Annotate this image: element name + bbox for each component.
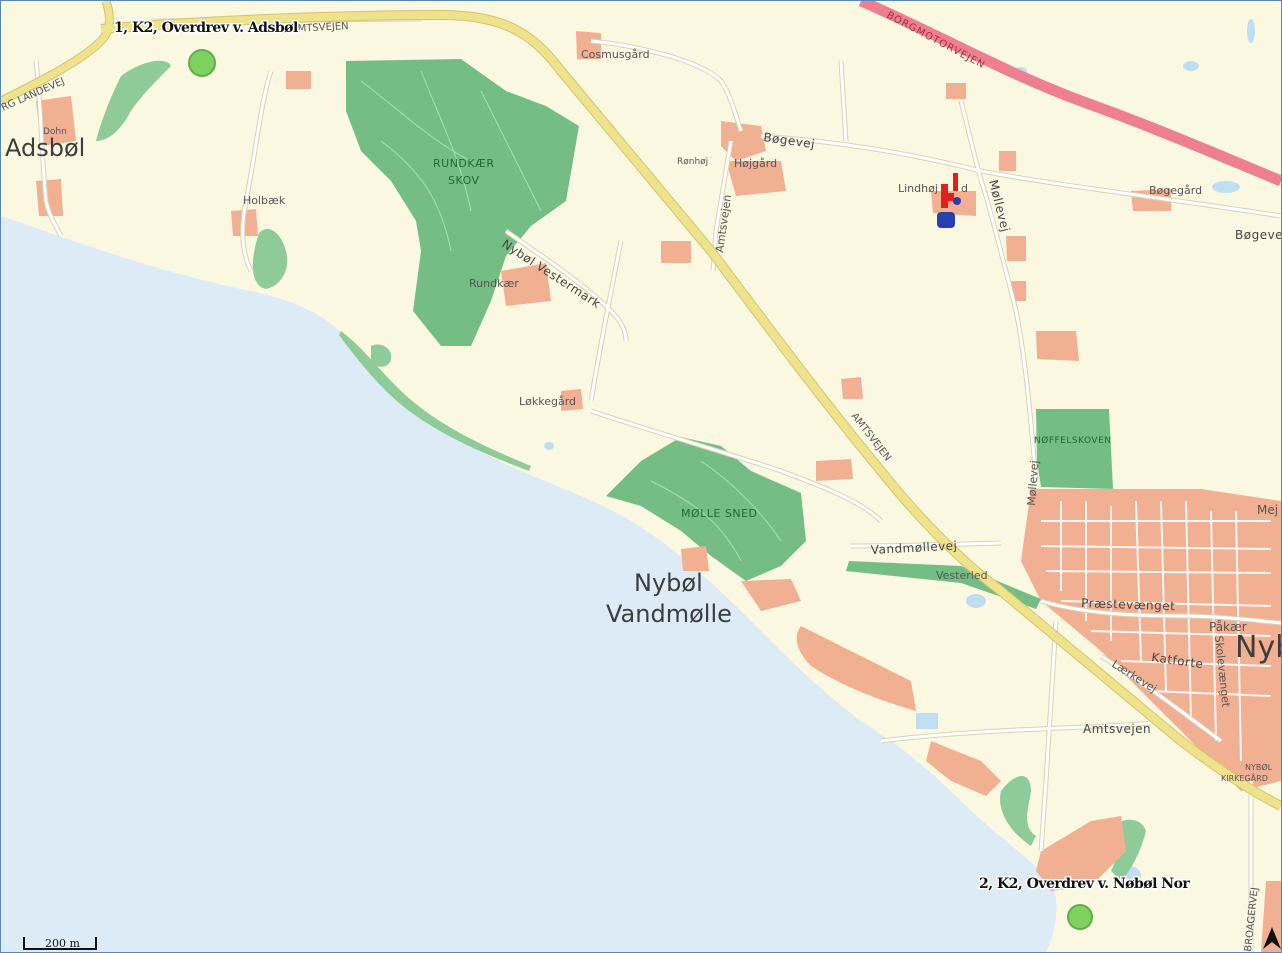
motorway-borgmotorvejen — [858, 1, 1281, 187]
measuring-point-1-icon[interactable] — [188, 49, 216, 77]
town-label-adsbol: Adsbøl — [5, 134, 85, 162]
measuring-point-2-icon[interactable] — [1067, 904, 1093, 930]
forest-strip-vesterled — [846, 561, 1041, 609]
forest-label-rundkaer-1: RUNDKÆR — [433, 157, 494, 170]
town-label-vandmolle: Vandmølle — [606, 600, 732, 628]
road-label-amtsvejen-bottom: Amtsvejen — [1083, 722, 1151, 736]
place-label-holbaek: Holbæk — [243, 194, 286, 207]
place-label-lindhoj-tail: d — [961, 182, 968, 195]
place-label-mej: Mej — [1257, 503, 1278, 517]
place-label-lindhoj: Lindhøj — [898, 182, 938, 195]
place-label-lokkegard: Løkkegård — [519, 395, 576, 408]
forest-strip-west — [96, 60, 171, 141]
forest-molle-sned — [606, 437, 806, 581]
road-label-praestevaenget: Præstevænget — [1081, 596, 1176, 613]
forest-south-patch — [1000, 776, 1036, 846]
road-label-amtsvejen-top: AMTSVEJEN — [291, 21, 349, 35]
major-road-amtsvejen — [1, 1, 1281, 811]
marker-red-icon[interactable] — [941, 173, 958, 208]
scale-bar-label: 200 m — [45, 937, 80, 950]
place-label-pakaer: Påkær — [1209, 620, 1247, 634]
measuring-point-1-label[interactable]: 1, K2, Overdrev v. Adsbøl — [113, 19, 300, 38]
place-label-ronhoj: Rønhøj — [677, 157, 708, 167]
place-label-dohn: Dohn — [43, 127, 67, 137]
place-label-vesterled: Vesterled — [936, 569, 988, 582]
place-label-bogegard: Bøgegård — [1149, 184, 1202, 197]
forest-label-rundkaer-2: SKOV — [448, 174, 480, 187]
forest-paths — [360, 70, 782, 562]
town-label-nybol: Nybøl — [634, 569, 703, 597]
forest-rundkaer-skov — [346, 59, 579, 346]
forest-label-noffelskoven: NØFFELSKOVEN — [1034, 435, 1112, 446]
measuring-point-2-label[interactable]: 2, K2, Overdrev v. Nøbøl Nor — [978, 875, 1193, 894]
town-streets — [1040, 500, 1272, 762]
road-label-mollevej-mid: Møllevej — [1025, 460, 1041, 506]
forest-noffelskoven — [1036, 409, 1113, 489]
sea-water — [1, 216, 1057, 952]
marker-blue-icon[interactable] — [937, 197, 961, 228]
place-label-rundkaer: Rundkær — [469, 277, 519, 290]
forest-strip-holbaek — [252, 229, 288, 289]
road-label-vandmollevej: Vandmøllevej — [870, 538, 957, 557]
place-label-hojgard: Højgård — [734, 157, 777, 170]
minor-roads — [33, 16, 1281, 952]
place-label-nybol-kirkegard-2: KIRKEGÅRD — [1221, 772, 1268, 783]
town-label-nyb: Nyb — [1235, 630, 1281, 665]
road-label-bogevej-right: Bøgeve — [1235, 228, 1281, 242]
forest-label-molle-sned: MØLLE SNED — [681, 507, 757, 520]
north-arrow-icon — [1263, 927, 1281, 949]
place-label-nybol-kirkegard-1: NYBØL — [1245, 762, 1273, 772]
place-label-cosmusgard: Cosmusgård — [581, 48, 650, 61]
coast-vegetation-2 — [371, 344, 392, 367]
scale-bar: 200 m — [23, 937, 97, 950]
